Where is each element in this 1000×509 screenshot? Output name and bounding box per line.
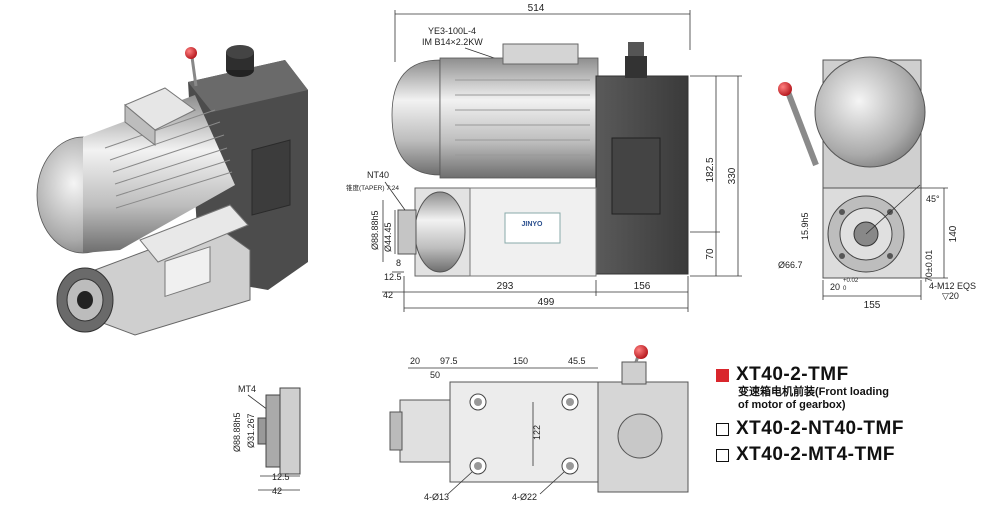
legend-checkbox-nt40[interactable]: [716, 422, 729, 436]
dim-70-tol: 70±0.01: [924, 250, 934, 282]
legend-label-mt4: XT40-2-MT4-TMF: [736, 444, 895, 465]
plan-dim-122: 122: [532, 425, 542, 440]
mt4-dim-dia-flange: Ø88.88h5: [232, 412, 242, 452]
dim-499: 499: [538, 297, 555, 308]
dim-182-5: 182.5: [705, 157, 716, 182]
motor-model-label: YE3-100L-4: [428, 26, 476, 36]
taper-label: 锥度(TAPER) 7:24: [346, 183, 399, 192]
mt4-dim-dia-inner: Ø31.267: [246, 413, 256, 448]
dim-dia-flange: Ø88.88h5: [370, 210, 380, 250]
plan-view: 20 97.5 50 150 45.5 122 4-Ø13 4-Ø22: [389, 345, 689, 502]
dim-dia-nose: Ø44.45: [383, 222, 393, 252]
mt4-view: MT4 Ø88.88h5 Ø31.267 12.5 42: [232, 384, 301, 496]
plan-dim-150: 150: [513, 356, 528, 366]
plan-holes-13: 4-Ø13: [424, 492, 449, 502]
legend-sub-line-1: 变速箱电机前装(Front loading: [738, 386, 889, 398]
dim-dia-66-7: Ø66.7: [778, 260, 803, 270]
dim-293: 293: [497, 281, 514, 292]
legend-item-nt40[interactable]: XT40-2-NT40-TMF: [716, 416, 996, 442]
plan-dim-50: 50: [430, 370, 440, 380]
nt40-label: NT40: [367, 170, 389, 180]
legend-item-tmf[interactable]: XT40-2-TMF: [716, 362, 996, 388]
dim-330: 330: [727, 167, 738, 184]
plan-holes-22: 4-Ø22: [512, 492, 537, 502]
legend-item-mt4[interactable]: XT40-2-MT4-TMF: [716, 442, 996, 468]
dim-156: 156: [634, 281, 651, 292]
brand-label: JINYO: [521, 221, 543, 228]
dim-70-side: 70: [705, 248, 716, 260]
dim-8: 8: [396, 258, 401, 268]
plan-dim-20: 20: [410, 356, 420, 366]
thread-depth-label: ▽20: [942, 291, 959, 301]
dim-12-5: 12.5: [384, 272, 402, 282]
legend-checkbox-tmf[interactable]: [716, 368, 729, 382]
dim-key-tol-dn: 0: [843, 286, 847, 292]
legend-sub-tmf: 变速箱电机前装(Front loading of motor of gearbo…: [738, 386, 996, 412]
mt4-dim-12-5: 12.5: [272, 472, 290, 482]
dim-key-20: 20: [830, 282, 840, 292]
thread-label: 4-M12 EQS: [929, 281, 976, 291]
motor-power-label: IM B14×2.2KW: [422, 37, 483, 47]
mt4-label: MT4: [238, 384, 256, 394]
dim-514: 514: [528, 3, 545, 14]
legend-label-tmf: XT40-2-TMF: [736, 364, 849, 385]
dim-42: 42: [383, 290, 393, 300]
legend-sub-line-2: of motor of gearbox): [738, 399, 846, 411]
model-legend: XT40-2-TMF 变速箱电机前装(Front loading of moto…: [716, 362, 996, 468]
isometric-view: [36, 45, 308, 336]
legend-label-nt40: XT40-2-NT40-TMF: [736, 418, 904, 439]
side-view: 45° 15.9h5 140 70±0.01 Ø66.7 20 +0.02 0 …: [778, 56, 976, 311]
legend-checkbox-mt4[interactable]: [716, 448, 729, 462]
plan-dim-97-5: 97.5: [440, 356, 458, 366]
front-view: 514 YE3-100L-4 IM B14×2.2KW JINYO NT40 锥…: [346, 3, 742, 312]
plan-dim-45-5: 45.5: [568, 356, 586, 366]
dim-15-9: 15.9h5: [800, 212, 810, 240]
dim-key-tol-up: +0.02: [843, 278, 859, 284]
dim-140: 140: [948, 225, 959, 242]
mt4-dim-42: 42: [272, 486, 282, 496]
dim-45-deg: 45°: [926, 194, 940, 204]
dim-155: 155: [864, 300, 881, 311]
